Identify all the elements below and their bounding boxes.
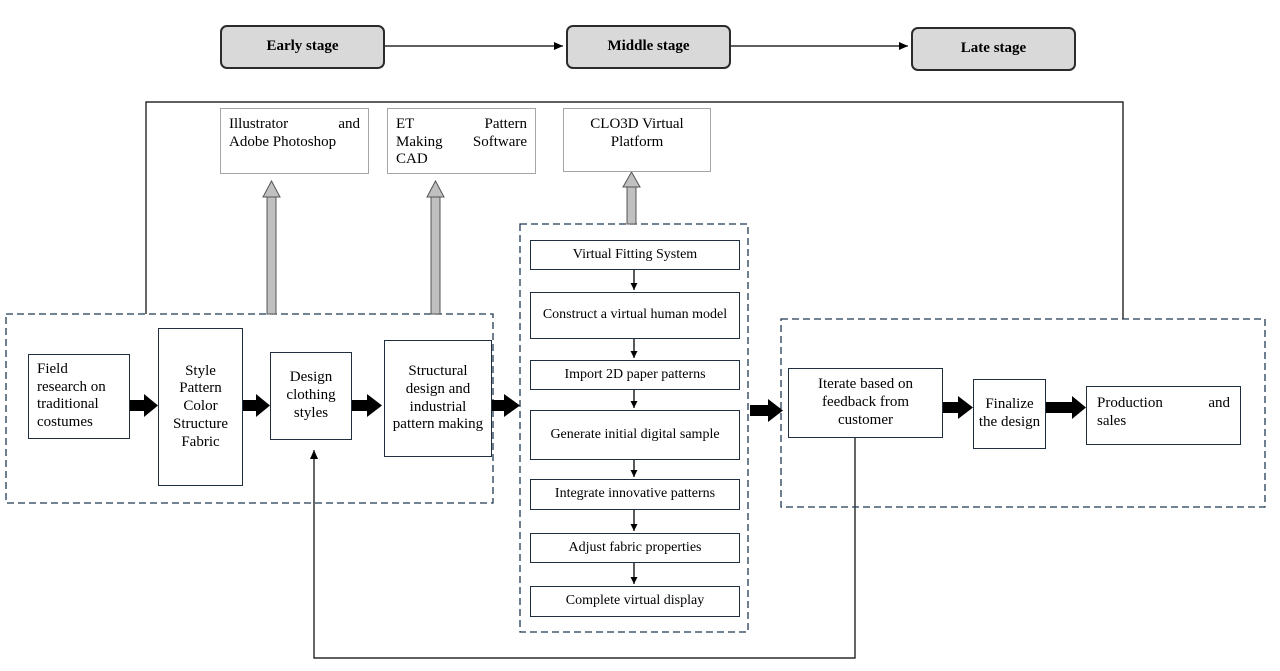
tool-illustrator-photoshop: Illustrator and Adobe Photoshop: [220, 108, 369, 174]
step-finalize-design: Finalize the design: [973, 379, 1046, 449]
thick-arrow-iterate-to-finalize: [943, 396, 973, 419]
step-structural-design: Structural design and industrial pattern…: [384, 340, 492, 457]
tool-et-line-3: CAD: [396, 151, 428, 168]
thick-arrow-design-to-structural: [352, 394, 382, 417]
tool-illustrator-line-1: Illustrator and: [229, 116, 360, 132]
stage-early: Early stage: [220, 25, 385, 69]
thick-arrow-virtual-to-iterate: [750, 399, 783, 422]
grey-up-arrow-illustrator: [262, 179, 281, 315]
late-group-border: [780, 318, 1266, 508]
virtual-step-complete-display: Complete virtual display: [530, 586, 740, 617]
step-design-clothing-styles: Design clothing styles: [270, 352, 352, 440]
virtual-step-innovative-patterns: Integrate innovative patterns: [530, 479, 740, 510]
step-field-research: Field research on traditional costumes: [28, 354, 130, 439]
virtual-step-import-patterns: Import 2D paper patterns: [530, 360, 740, 390]
virtual-step-fabric-properties: Adjust fabric properties: [530, 533, 740, 563]
thick-arrow-field-to-style: [130, 394, 158, 417]
grey-up-arrow-clo3d: [622, 170, 641, 225]
early-group-border: [5, 313, 494, 504]
feedback-loop-line: [310, 438, 856, 659]
tool-et-line-2: Making Software: [396, 133, 527, 150]
tool-et-pattern-cad: ET Pattern Making Software CAD: [387, 108, 536, 174]
tool-clo3d-line-1: CLO3D Virtual: [590, 116, 684, 132]
grey-up-arrow-et-cad: [426, 179, 445, 315]
tool-et-line-1: ET Pattern: [396, 116, 527, 132]
tool-clo3d-line-2: Platform: [610, 133, 664, 150]
step-iterate-feedback: Iterate based on feedback from customer: [788, 368, 943, 438]
step-style-elements: Style Pattern Color Structure Fabric: [158, 328, 243, 486]
virtual-step-fitting-system: Virtual Fitting System: [530, 240, 740, 270]
stage-middle: Middle stage: [566, 25, 731, 69]
thick-arrow-finalize-to-production: [1046, 396, 1086, 419]
tool-illustrator-line-2: Adobe Photoshop: [229, 133, 337, 150]
stage-late: Late stage: [911, 27, 1076, 71]
virtual-step-human-model: Construct a virtual human model: [530, 292, 740, 339]
virtual-step-digital-sample: Generate initial digital sample: [530, 410, 740, 460]
thick-arrow-style-to-design: [243, 394, 270, 417]
tool-clo3d-platform: CLO3D Virtual Platform: [563, 108, 711, 172]
thick-arrow-structural-to-virtual: [492, 394, 520, 417]
outer-frame-line: [145, 101, 1124, 319]
